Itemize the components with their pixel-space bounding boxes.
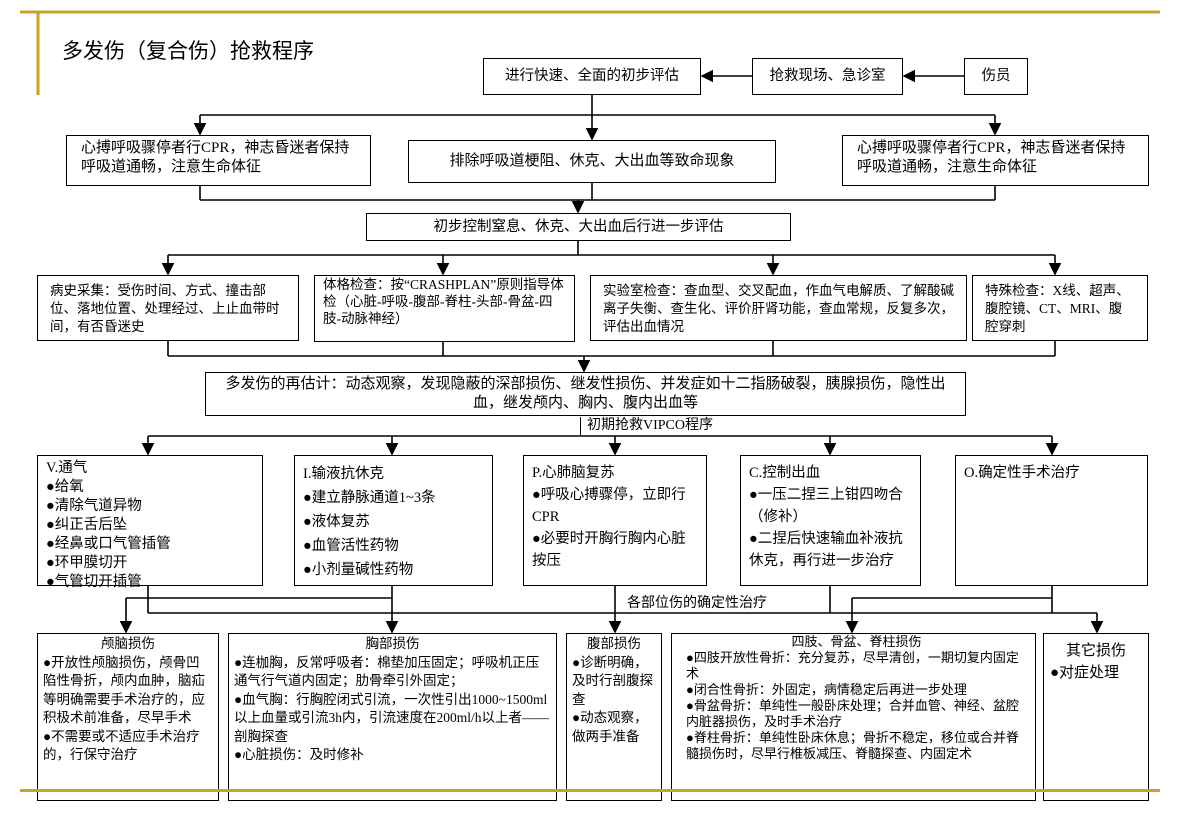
list-item: ●二捏后快速输血补液抗休克，再行进一步治疗 xyxy=(749,531,903,569)
list-item: ●纠正舌后坠 xyxy=(46,517,128,533)
vipco-c-box: C.控制出血 ●一压二捏三上钳四吻合（修补） ●二捏后快速输血补液抗休克，再行进… xyxy=(740,455,921,586)
list-item: ●液体复苏 xyxy=(303,514,370,530)
physical-exam-box: 体格检查：按“CRASHPLAN”原则指导体检（心脏-呼吸-腹部-脊柱-头部-骨… xyxy=(314,275,575,342)
vipco-i-box: I.输液抗休克 ●建立静脉通道1~3条 ●液体复苏 ●血管活性药物 ●小剂量碱性… xyxy=(294,455,493,586)
scene-box: 抢救现场、急诊室 xyxy=(752,58,903,95)
limb-pelvis-spine-injury-box: 四肢、骨盆、脊柱损伤 ●四肢开放性骨折：充分复苏，尽早清创，一期切复内固定术 ●… xyxy=(671,633,1036,801)
vipco-label: 初期抢救VIPCO程序 xyxy=(580,417,720,435)
list-item: ●骨盆骨折：单纯性一般卧床处理；合并血管、神经、盆腔内脏器损伤，及时手术治疗 xyxy=(686,698,1019,729)
definitive-treatment-label: 各部位伤的确定性治疗 xyxy=(624,592,770,612)
list-item: ●气管切开插管 xyxy=(46,574,142,590)
decor-lines xyxy=(20,10,1160,95)
list-item: ●呼吸心搏骤停，立即行CPR xyxy=(532,487,686,525)
vipco-p-box: P.心肺脑复苏 ●呼吸心搏骤停，立即行CPR ●必要时开胸行胸内心脏按压 xyxy=(523,455,707,586)
initial-assessment-box: 进行快速、全面的初步评估 xyxy=(483,58,701,95)
box-title: V.通气 xyxy=(46,460,88,476)
box-title: 胸部损伤 xyxy=(365,636,420,651)
cpr-box-right: 心搏呼吸骤停者行CPR，神志昏迷者保持呼吸道通畅，注意生命体征 xyxy=(842,135,1149,186)
box-title: 四肢、骨盆、脊柱损伤 xyxy=(791,634,922,649)
list-item: ●血管活性药物 xyxy=(303,538,399,554)
patient-box: 伤员 xyxy=(964,58,1028,95)
list-item: ●闭合性骨折：外固定，病情稳定后再进一步处理 xyxy=(686,682,967,697)
special-exam-box: 特殊检查：X线、超声、腹腔镜、CT、MRI、腹腔穿刺 xyxy=(972,275,1148,341)
list-item: ●必要时开胸行胸内心脏按压 xyxy=(532,531,686,569)
list-item: ●开放性颅脑损伤，颅骨凹陷性骨折，颅内血肿，脑疝等明确需要手术治疗的，应积极术前… xyxy=(43,654,205,726)
box-title: 其它损伤 xyxy=(1065,643,1126,659)
other-injury-box: 其它损伤 ●对症处理 xyxy=(1043,633,1149,801)
list-item: ●动态观察，做两手准备 xyxy=(572,710,648,744)
list-item: ●血气胸：行胸腔闭式引流，一次性引出1000~1500ml以上血量或引流3h内，… xyxy=(234,691,550,744)
list-item: ●经鼻或口气管插管 xyxy=(46,536,171,552)
vipco-v-box: V.通气 ●给氧 ●清除气道异物 ●纠正舌后坠 ●经鼻或口气管插管 ●环甲膜切开… xyxy=(37,455,263,590)
list-item: ●不需要或不适应手术治疗的，行保守治疗 xyxy=(43,728,200,763)
abdomen-injury-box: 腹部损伤 ●诊断明确，及时行剖腹探查 ●动态观察，做两手准备 xyxy=(566,633,662,801)
life-threat-box: 排除呼吸道梗阻、休克、大出血等致命现象 xyxy=(408,140,776,183)
box-title: C.控制出血 xyxy=(749,465,821,481)
head-injury-box: 颅脑损伤 ●开放性颅脑损伤，颅骨凹陷性骨折，颅内血肿，脑疝等明确需要手术治疗的，… xyxy=(37,633,219,801)
box-title: O.确定性手术治疗 xyxy=(964,465,1080,481)
list-item: ●环甲膜切开 xyxy=(46,555,128,571)
box-title: 腹部损伤 xyxy=(587,636,641,651)
chest-injury-box: 胸部损伤 ●连枷胸，反常呼吸者：棉垫加压固定；呼吸机正压通气行气道内固定；肋骨牵… xyxy=(228,633,557,801)
list-item: ●四肢开放性骨折：充分复苏，尽早清创，一期切复内固定术 xyxy=(686,650,1019,681)
list-item: ●对症处理 xyxy=(1050,665,1120,681)
bottom-decor-line xyxy=(20,789,1160,792)
control-box: 初步控制窒息、休克、大出血后行进一步评估 xyxy=(366,213,791,241)
reassessment-box: 多发伤的再估计：动态观察，发现隐蔽的深部损伤、继发性损伤、并发症如十二指肠破裂，… xyxy=(205,372,966,416)
list-item: ●一压二捏三上钳四吻合（修补） xyxy=(749,487,903,525)
list-item: ●诊断明确，及时行剖腹探查 xyxy=(572,654,653,707)
list-item: ●心脏损伤：及时修补 xyxy=(234,747,364,762)
list-item: ●脊柱骨折：单纯性卧床休息；骨折不稳定，移位或合并脊髓损伤时，尽早行椎板减压、脊… xyxy=(686,730,1019,761)
history-box: 病史采集：受伤时间、方式、撞击部位、落地位置、处理经过、上止血带时间，有否昏迷史 xyxy=(37,275,299,341)
cpr-box-left: 心搏呼吸骤停者行CPR，神志昏迷者保持呼吸道通畅，注意生命体征 xyxy=(66,135,371,186)
box-title: P.心肺脑复苏 xyxy=(532,465,615,481)
lab-exam-box: 实验室检查：查血型、交叉配血，作血气电解质、了解酸碱离子失衡、查生化、评价肝肾功… xyxy=(590,275,967,341)
vipco-o-box: O.确定性手术治疗 xyxy=(955,455,1148,586)
page-title: 多发伤（复合伤）抢救程序 xyxy=(62,39,314,63)
box-title: I.输液抗休克 xyxy=(303,466,384,482)
list-item: ●建立静脉通道1~3条 xyxy=(303,490,436,506)
list-item: ●给氧 xyxy=(46,479,84,495)
list-item: ●清除气道异物 xyxy=(46,498,142,514)
list-item: ●连枷胸，反常呼吸者：棉垫加压固定；呼吸机正压通气行气道内固定；肋骨牵引外固定； xyxy=(234,654,540,689)
box-title: 颅脑损伤 xyxy=(101,636,155,651)
flow-lines xyxy=(119,69,1104,634)
list-item: ●小剂量碱性药物 xyxy=(303,562,414,578)
